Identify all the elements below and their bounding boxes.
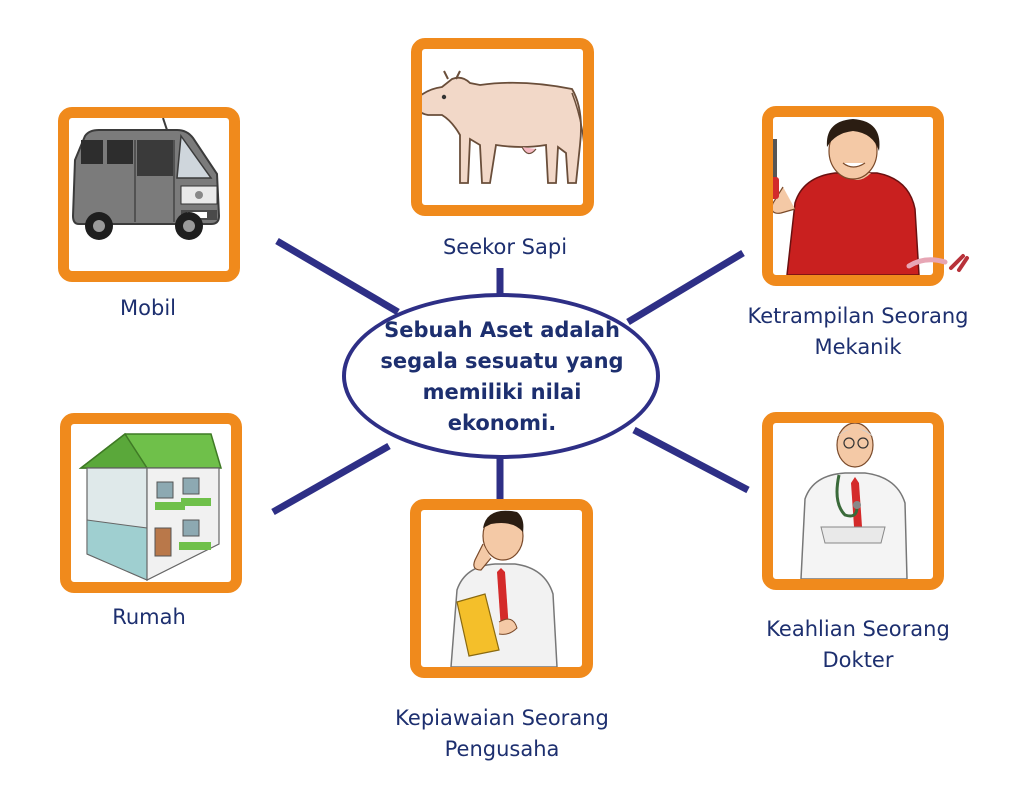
node-mekanik-frame xyxy=(762,106,944,286)
label-dokter: Keahlian Seorang Dokter xyxy=(738,614,978,676)
cow-icon xyxy=(422,70,583,184)
connector-mobil xyxy=(275,237,400,316)
node-dokter-frame xyxy=(762,412,944,590)
label-sapi: Seekor Sapi xyxy=(442,235,568,259)
central-line-2: segala sesuatu yang xyxy=(380,349,624,373)
businessman-icon xyxy=(450,510,558,667)
label-mekanik-line-2: Mekanik xyxy=(814,335,902,359)
label-rumah: Rumah xyxy=(112,605,186,629)
label-dokter-line-2: Dokter xyxy=(822,648,894,672)
central-line-1: Sebuah Aset adalah xyxy=(384,318,620,342)
label-pengusaha: Kepiawaian Seorang Pengusaha xyxy=(382,703,622,765)
node-rumah-frame xyxy=(60,413,242,593)
label-pengusaha-line-2: Pengusaha xyxy=(444,737,560,761)
label-pengusaha-line-1: Kepiawaian Seorang xyxy=(395,706,609,730)
label-mekanik-line-1: Ketrampilan Seorang xyxy=(747,304,969,328)
central-line-4: ekonomi. xyxy=(447,411,557,435)
doctor-icon xyxy=(800,423,908,579)
label-mekanik: Ketrampilan Seorang Mekanik xyxy=(738,301,978,363)
tools-icon xyxy=(906,254,969,272)
house-icon xyxy=(78,432,223,581)
node-pengusaha-frame xyxy=(410,499,593,678)
label-dokter-line-1: Keahlian Seorang xyxy=(766,617,950,641)
label-mobil: Mobil xyxy=(120,296,176,320)
node-sapi-frame xyxy=(411,38,594,216)
mechanic-icon xyxy=(773,119,920,275)
node-mobil-frame xyxy=(58,107,240,282)
connector-mekanik xyxy=(626,249,745,326)
central-concept-ellipse xyxy=(342,293,660,459)
connector-rumah xyxy=(271,442,391,516)
central-concept-text: Sebuah Aset adalah segala sesuatu yang m… xyxy=(352,315,652,439)
connector-dokter xyxy=(632,426,750,494)
van-icon xyxy=(71,118,221,240)
central-line-3: memiliki nilai xyxy=(422,380,582,404)
